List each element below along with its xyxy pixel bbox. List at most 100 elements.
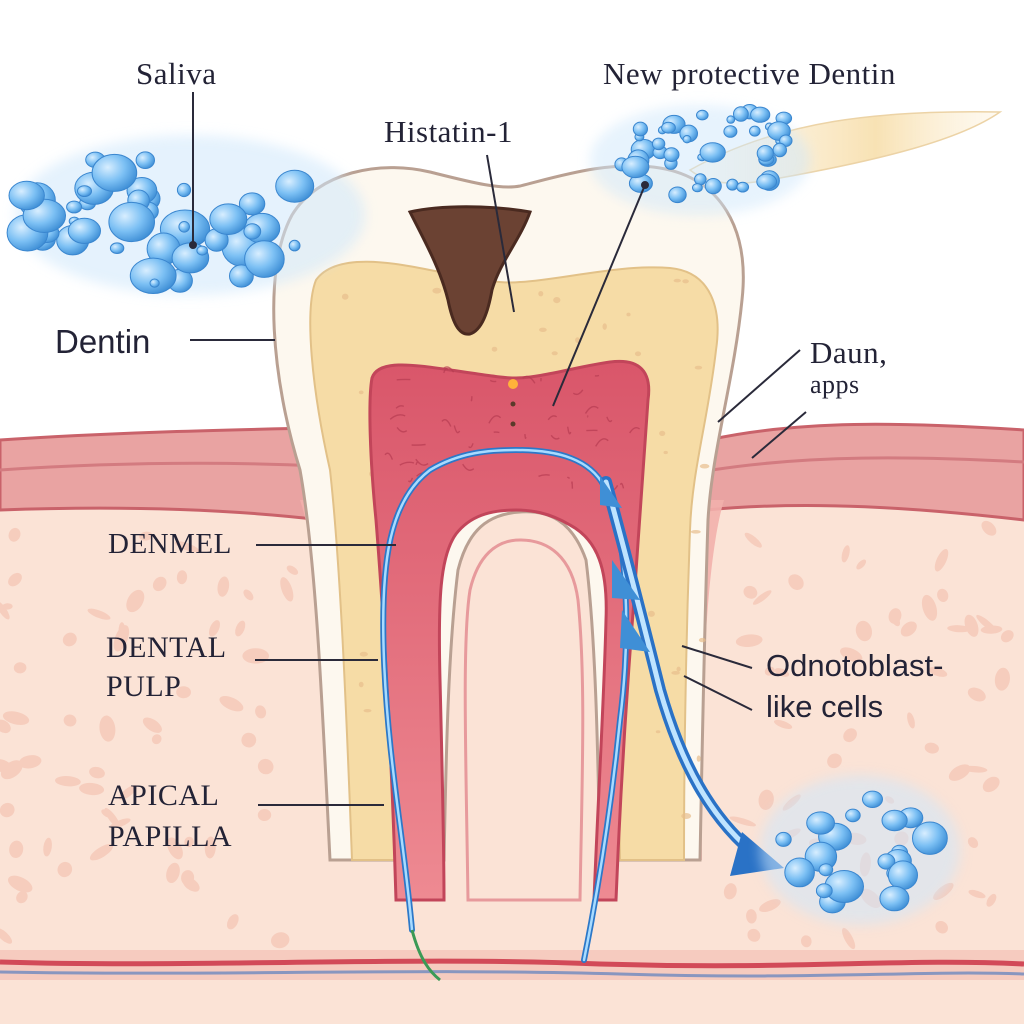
tissue-spot bbox=[723, 883, 737, 900]
pulp-fiber bbox=[571, 481, 574, 489]
tissue-spot bbox=[113, 625, 130, 652]
saliva-bubble bbox=[149, 278, 160, 288]
tissue-spot bbox=[8, 572, 22, 587]
tissue-spot bbox=[217, 576, 230, 597]
tissue-spot bbox=[921, 594, 938, 621]
tissue-spot bbox=[151, 734, 162, 745]
tissue-spot bbox=[856, 559, 867, 570]
pulp-fiber bbox=[395, 405, 405, 409]
tissue-spot bbox=[744, 532, 762, 548]
pulp-fiber bbox=[384, 452, 394, 460]
tissue-spot bbox=[280, 577, 294, 602]
saliva-bubble bbox=[209, 203, 248, 235]
dentin-tubule bbox=[671, 671, 680, 675]
pulp-fiber bbox=[550, 434, 560, 440]
odontoblast-cell bbox=[818, 863, 834, 877]
tissue-spot bbox=[889, 611, 901, 627]
tissue-spot bbox=[182, 877, 200, 892]
leader-daun-1 bbox=[717, 349, 801, 423]
tissue-spot bbox=[204, 836, 216, 859]
dentin-bubble bbox=[772, 142, 787, 158]
tissue-spot bbox=[257, 808, 272, 822]
dentin-tubule bbox=[673, 278, 681, 283]
new-dentin-stream bbox=[590, 104, 1003, 215]
pulp-fiber bbox=[462, 463, 475, 471]
tissue-spot bbox=[176, 686, 191, 699]
label-daun: Daun, apps bbox=[810, 335, 887, 400]
tissue-spot bbox=[16, 891, 28, 904]
pulp-fiber bbox=[470, 396, 473, 402]
tissue-spot bbox=[758, 789, 774, 810]
tissue-spot bbox=[855, 620, 873, 642]
tissue-spot bbox=[774, 719, 793, 729]
tissue-spot bbox=[57, 861, 73, 878]
odontoblast-cell bbox=[912, 821, 948, 855]
saliva-bubble bbox=[238, 192, 266, 216]
tissue-spot bbox=[18, 755, 42, 769]
tissue-spot bbox=[286, 565, 299, 575]
dentin-bubble bbox=[682, 135, 692, 144]
tissue-spot bbox=[759, 899, 781, 913]
tissue-spot bbox=[119, 785, 137, 800]
pulp-fiber bbox=[538, 474, 550, 477]
tissue-spot bbox=[9, 840, 24, 858]
tissue-spot bbox=[994, 667, 1010, 691]
odontoblast-cell bbox=[877, 853, 896, 870]
tissue-spot bbox=[166, 862, 180, 884]
dentin-bubble bbox=[704, 178, 722, 195]
tissue-spot bbox=[89, 843, 114, 861]
pulp-fiber bbox=[488, 415, 502, 424]
tissue-spot bbox=[800, 935, 812, 948]
tissue-spot bbox=[8, 527, 21, 542]
odontoblast-cluster bbox=[760, 775, 960, 925]
dentin-bubble bbox=[749, 125, 761, 137]
tissue-spot bbox=[242, 648, 269, 664]
tissue-spot bbox=[747, 928, 761, 942]
dentin-bubble bbox=[692, 183, 703, 193]
tissue-spot bbox=[774, 668, 790, 677]
saliva-bubble bbox=[77, 185, 92, 198]
pulp-fiber bbox=[489, 379, 497, 383]
dentin-bubble bbox=[661, 121, 676, 134]
label-pulp-line2: PULP bbox=[106, 670, 182, 704]
label-dentin: Dentin bbox=[55, 323, 151, 360]
label-odonto-line1: Odnotoblast- bbox=[766, 648, 944, 683]
dentin-tubule bbox=[626, 312, 631, 317]
pulp-fiber bbox=[441, 419, 452, 427]
tissue-spot bbox=[788, 574, 804, 590]
tissue-spot bbox=[935, 920, 948, 934]
dentin-tubule bbox=[341, 293, 349, 300]
dentin-tubule bbox=[634, 351, 642, 357]
saliva-bubble bbox=[8, 180, 45, 211]
tissue-spot bbox=[937, 588, 949, 603]
dentin-bubble bbox=[733, 106, 749, 122]
odontoblast-cell bbox=[806, 811, 835, 835]
odontoblast-cell bbox=[775, 831, 792, 847]
pulp-fiber bbox=[606, 416, 613, 423]
tissue-spot bbox=[139, 531, 153, 541]
pulp-fiber bbox=[522, 375, 536, 384]
tissue-spot bbox=[0, 601, 10, 620]
saliva-bubble bbox=[91, 153, 138, 192]
tissue-spot bbox=[947, 625, 971, 633]
saliva-bubble bbox=[66, 200, 83, 214]
label-saliva: Saliva bbox=[136, 56, 217, 91]
label-apical-line2: PAPILLA bbox=[108, 820, 233, 854]
tissue-spot bbox=[243, 589, 254, 601]
leader-odonto-1 bbox=[681, 645, 753, 669]
dentin-tubule bbox=[358, 681, 364, 688]
pulp-fiber bbox=[453, 425, 461, 434]
leader-daun-2 bbox=[751, 411, 807, 459]
tissue-spot bbox=[2, 603, 13, 610]
tissue-spot bbox=[924, 742, 939, 754]
label-dental-pulp: DENTAL PULP bbox=[106, 630, 227, 705]
tissue-spot bbox=[55, 776, 81, 787]
dentin-bubble bbox=[756, 145, 774, 162]
dentin-bubble bbox=[726, 178, 739, 191]
tissue-spot bbox=[174, 541, 200, 553]
dentin-tubule bbox=[690, 530, 701, 534]
tissue-spot bbox=[743, 585, 758, 599]
tissue-spot bbox=[735, 634, 763, 648]
tissue-spot bbox=[0, 719, 11, 734]
tissue-spot bbox=[934, 548, 949, 572]
